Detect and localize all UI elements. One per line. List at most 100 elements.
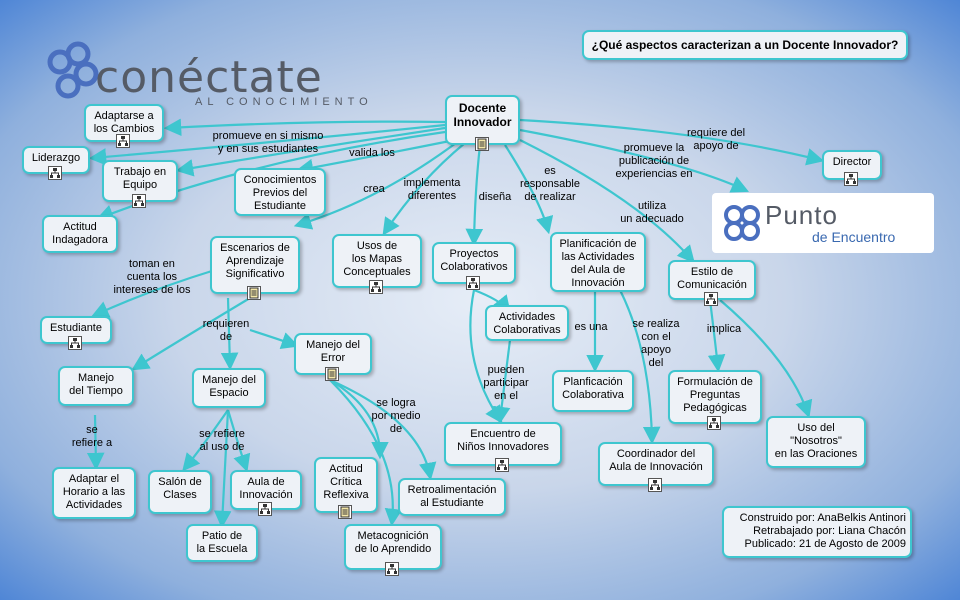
concept-trabajo-equipo[interactable]: Trabajo en Equipo	[102, 160, 178, 208]
concept-label: Manejo del Tiempo	[69, 372, 123, 397]
concept-map-icon[interactable]	[385, 562, 399, 576]
concept-conocimientos-previos[interactable]: Conocimientos Previos del Estudiante	[234, 168, 326, 216]
link-implica: implica	[706, 323, 742, 335]
document-icon[interactable]	[338, 505, 352, 519]
link-disena: diseña	[478, 191, 512, 203]
concept-label: Uso del "Nosotros" en las Oraciones	[774, 422, 858, 460]
concept-label: Retroalimentación al Estudiante	[407, 484, 497, 509]
link-valida: valida los	[349, 147, 395, 159]
concept-docente-innovador[interactable]: Docente Innovador	[445, 95, 520, 151]
logo-title: conéctate	[95, 52, 323, 103]
concept-estudiante[interactable]: Estudiante	[40, 316, 112, 350]
concept-liderazgo[interactable]: Liderazgo	[22, 146, 90, 180]
concept-label: Estilo de Comunicación	[677, 266, 747, 291]
link-toman: toman en cuenta los intereses de los	[113, 258, 191, 296]
concept-label: Actitud Crítica Reflexiva	[323, 463, 369, 501]
concept-label: Adaptarse a los Cambios	[93, 110, 155, 135]
link-promueve-publicacion: promueve la publicación de experiencias …	[615, 142, 693, 180]
concept-adaptarse[interactable]: Adaptarse a los Cambios	[84, 104, 164, 148]
concept-director[interactable]: Director	[822, 150, 882, 186]
document-icon[interactable]	[474, 137, 489, 151]
concept-label: Conocimientos Previos del Estudiante	[243, 174, 317, 212]
concept-label: Proyectos Colaborativos	[440, 248, 508, 273]
link-promueve: promueve en si mismo y en sus estudiante…	[212, 130, 324, 155]
concept-label: Patio de la Escuela	[196, 530, 248, 555]
concept-escenarios[interactable]: Escenarios de Aprendizaje Significativo	[210, 236, 300, 300]
concept-estilo-comunicacion[interactable]: Estilo de Comunicación	[668, 260, 756, 306]
concept-label: Manejo del Espacio	[202, 374, 256, 399]
concept-label: Actitud Indagadora	[52, 221, 108, 246]
concept-coordinador[interactable]: Coordinador del Aula de Innovación	[598, 442, 714, 492]
concept-label: Liderazgo	[31, 152, 81, 164]
concept-label: Escenarios de Aprendizaje Significativo	[220, 242, 290, 280]
punto-de-encuentro-panel[interactable]	[712, 193, 934, 253]
document-icon[interactable]	[247, 286, 261, 300]
concept-label: Usos de los Mapas Conceptuales	[343, 240, 411, 278]
link-requiere-apoyo: requiere del apoyo de	[686, 127, 746, 152]
concept-uso-nosotros[interactable]: Uso del "Nosotros" en las Oraciones	[766, 416, 866, 468]
concept-planficacion-colaborativa[interactable]: Planficación Colaborativa	[552, 370, 634, 412]
concept-usos-mapas[interactable]: Usos de los Mapas Conceptuales	[332, 234, 422, 294]
credits-box: Construido por: AnaBelkis Antinori Retra…	[722, 506, 912, 558]
concept-label: Aula de Innovación	[239, 476, 293, 501]
concept-map-icon[interactable]	[707, 416, 721, 430]
concept-actitud-critica[interactable]: Actitud Crítica Reflexiva	[314, 457, 378, 519]
concept-manejo-espacio[interactable]: Manejo del Espacio	[192, 368, 266, 408]
concept-map-icon[interactable]	[132, 194, 146, 208]
concept-patio-escuela[interactable]: Patio de la Escuela	[186, 524, 258, 562]
concept-label: Adaptar el Horario a las Actividades	[62, 473, 126, 511]
concept-label: Manejo del Error	[306, 339, 360, 364]
concept-label: Planficación Colaborativa	[562, 376, 624, 401]
concept-manejo-error[interactable]: Manejo del Error	[294, 333, 372, 381]
document-icon[interactable]	[325, 367, 339, 381]
link-implementa: implementa diferentes	[403, 177, 461, 202]
concept-planificacion[interactable]: Planificación de las Actividades del Aul…	[550, 232, 646, 292]
conectate-logo-mark	[47, 41, 99, 99]
concept-label: Formulación de Preguntas Pedagógicas	[677, 376, 753, 414]
concept-label: Director	[832, 156, 872, 168]
concept-adaptar-horario[interactable]: Adaptar el Horario a las Actividades	[52, 467, 136, 519]
concept-metacognicion[interactable]: Metacognición de lo Aprendido	[344, 524, 442, 576]
concept-label: Planificación de las Actividades del Aul…	[559, 238, 637, 289]
concept-actitud-indagadora[interactable]: Actitud Indagadora	[42, 215, 118, 253]
concept-label: Docente Innovador	[453, 101, 512, 129]
concept-label: Coordinador del Aula de Innovación	[609, 448, 703, 473]
concept-retroalimentacion[interactable]: Retroalimentación al Estudiante	[398, 478, 506, 516]
logo-subtitle: AL CONOCIMIENTO	[195, 96, 373, 108]
link-es-una: es una	[574, 321, 608, 333]
link-utiliza: utiliza un adecuado	[620, 200, 684, 225]
punto-title: Punto	[765, 200, 838, 230]
concept-proyectos-colaborativos[interactable]: Proyectos Colaborativos	[432, 242, 516, 290]
concept-actividades-colaborativas[interactable]: Actividades Colaborativas	[485, 305, 569, 341]
concept-map-icon[interactable]	[844, 172, 858, 186]
punto-logo-icon	[724, 205, 760, 241]
question-box: ¿Qué aspectos caracterizan a un Docente …	[582, 30, 908, 60]
link-responsable: es responsable de realizar	[520, 165, 580, 203]
concept-map-icon[interactable]	[648, 478, 662, 492]
link-se-refiere-uso: se refiere al uso de	[199, 428, 245, 453]
link-requieren: requieren de	[202, 318, 250, 343]
concept-map-icon[interactable]	[68, 336, 82, 350]
concept-manejo-tiempo[interactable]: Manejo del Tiempo	[58, 366, 134, 406]
concept-label: Encuentro de Niños Innovadores	[457, 428, 549, 453]
concept-label: Actividades Colaborativas	[493, 311, 561, 336]
concept-salon-clases[interactable]: Salón de Clases	[148, 470, 212, 514]
link-se-realiza: se realiza con el apoyo del	[632, 318, 680, 369]
concept-map-icon[interactable]	[495, 458, 509, 472]
concept-map-icon[interactable]	[369, 280, 383, 294]
punto-subtitle: de Encuentro	[812, 229, 896, 245]
concept-map-icon[interactable]	[704, 292, 718, 306]
concept-map-icon[interactable]	[258, 502, 272, 516]
link-se-refiere-a: se refiere a	[71, 424, 113, 449]
concept-label: Trabajo en Equipo	[113, 166, 167, 191]
concept-label: Metacognición de lo Aprendido	[354, 530, 432, 555]
concept-map-icon[interactable]	[116, 134, 130, 148]
concept-label: Salón de Clases	[158, 476, 202, 501]
concept-formulacion-preguntas[interactable]: Formulación de Preguntas Pedagógicas	[668, 370, 762, 430]
concept-aula-innovacion[interactable]: Aula de Innovación	[230, 470, 302, 516]
concept-map-icon[interactable]	[466, 276, 480, 290]
concept-encuentro-ninos[interactable]: Encuentro de Niños Innovadores	[444, 422, 562, 472]
concept-map-icon[interactable]	[48, 166, 62, 180]
link-se-logra: se logra por medio de	[371, 397, 421, 435]
